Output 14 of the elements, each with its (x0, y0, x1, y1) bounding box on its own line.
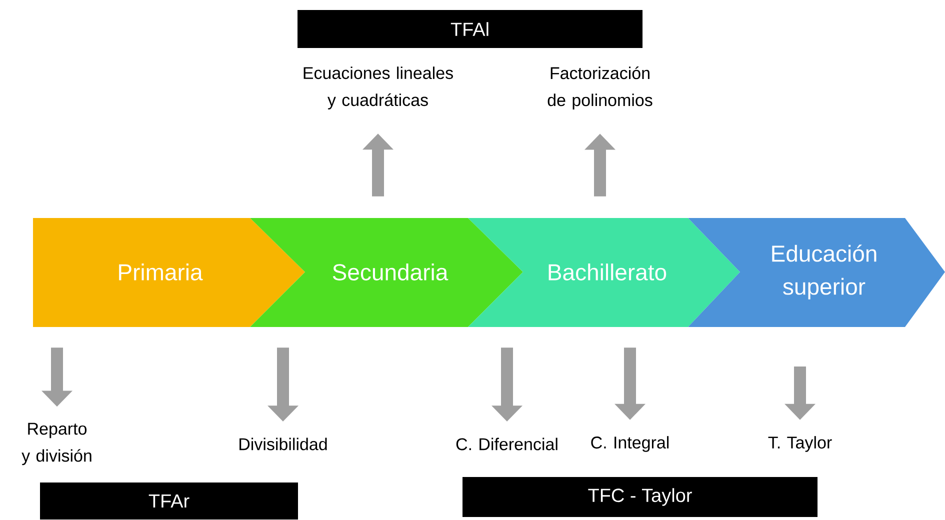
stage-band: Educación superior (688, 218, 945, 327)
title-bar: TFAl (298, 10, 642, 48)
stage-band: Secundaria (250, 218, 523, 327)
stage-band: Primaria (33, 218, 305, 327)
topic-label: Reparto y división (22, 422, 92, 466)
stage-band: Bachillerato (468, 218, 740, 327)
topic-label: Ecuaciones lineales y cuadráticas (304, 66, 453, 110)
topic-label: C. Integral (591, 436, 669, 452)
title-bar: TFAr (40, 482, 298, 520)
title-bar: TFC - Taylor (462, 477, 818, 517)
topic-label: T. Taylor (768, 436, 832, 452)
topic-label: Factorización de polinomios (548, 66, 652, 110)
topic-label: C. Diferencial (456, 438, 558, 450)
topic-label: Divisibilidad (240, 438, 327, 450)
